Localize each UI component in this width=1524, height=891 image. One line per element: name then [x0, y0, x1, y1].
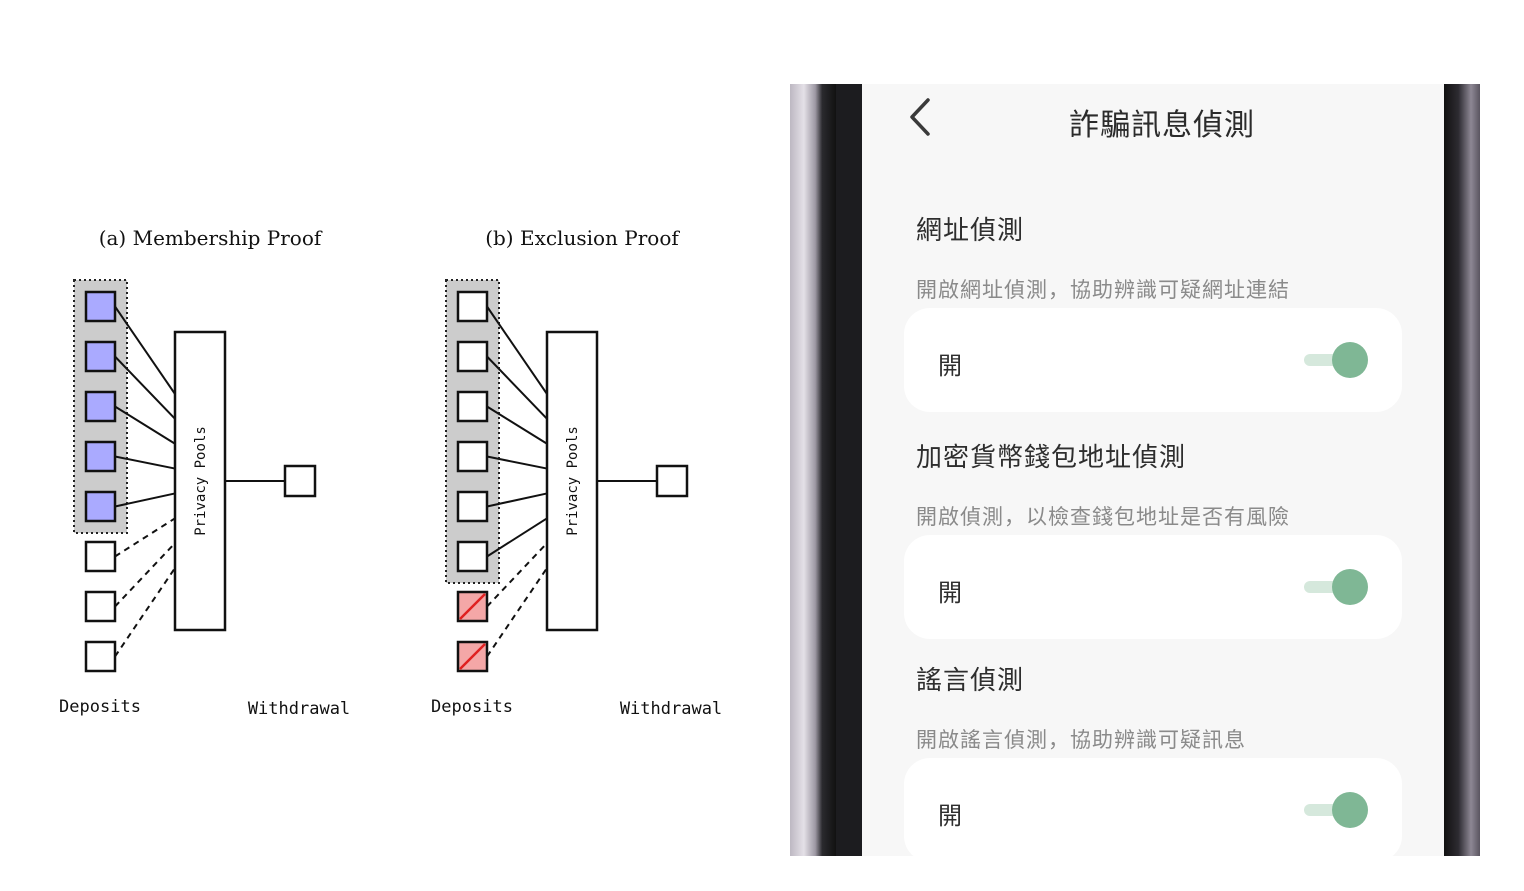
section-title: 加密貨幣錢包地址偵測 — [916, 443, 1187, 473]
deposit-box-set — [456, 490, 489, 523]
section-description: 開啟謠言偵測，協助辨識可疑訊息 — [916, 728, 1246, 752]
phone-frame-right — [1444, 84, 1480, 856]
toggle-card: 開 — [904, 758, 1402, 856]
deposit-box-excluded — [84, 590, 117, 623]
deposit-connection — [114, 405, 176, 445]
deposit-connection-dashed — [114, 567, 176, 658]
deposit-box-set — [456, 540, 489, 573]
deposits-label: Deposits — [431, 697, 513, 717]
deposit-connection-dashed — [114, 542, 176, 608]
toggle-label: 開 — [938, 579, 962, 607]
deposit-box-set — [456, 440, 489, 473]
flagged-slash — [459, 643, 486, 670]
section-description: 開啟網址偵測，協助辨識可疑網址連結 — [916, 278, 1290, 302]
deposit-connection — [486, 455, 548, 470]
deposit-connection — [114, 455, 176, 470]
deposit-box-set — [456, 390, 489, 423]
deposit-box-excluded — [84, 640, 117, 673]
privacy-pools-diagrams: (a) Membership Proof Deposits Withdrawal… — [59, 226, 722, 719]
withdrawal-box — [283, 464, 317, 498]
privacy-pool-label: Privacy Pools — [193, 426, 209, 536]
toggle-thumb — [1332, 569, 1368, 605]
panel-title: (a) Membership Proof — [99, 226, 323, 250]
exclusion-proof-panel: (b) Exclusion Proof Deposits Withdrawal … — [431, 226, 722, 719]
toggle-thumb — [1332, 792, 1368, 828]
membership-proof-panel: (a) Membership Proof Deposits Withdrawal… — [59, 226, 350, 719]
toggle-label: 開 — [938, 352, 962, 380]
deposit-box-set — [456, 340, 489, 373]
deposit-connection — [486, 492, 548, 508]
deposit-connection — [114, 305, 176, 395]
deposit-box-included — [84, 490, 117, 523]
url-detection-toggle[interactable] — [1302, 340, 1368, 380]
withdrawal-label: Withdrawal — [248, 699, 350, 719]
privacy-pool-label: Privacy Pools — [565, 426, 581, 536]
deposit-box-included — [84, 340, 117, 373]
deposit-connection — [486, 305, 548, 395]
deposit-box-included — [84, 390, 117, 423]
deposit-box-included — [84, 290, 117, 323]
phone-mockup: 詐騙訊息偵測 網址偵測 開啟網址偵測，協助辨識可疑網址連結 開 加密貨幣錢包地址… — [790, 84, 1480, 856]
chevron-left-icon[interactable] — [906, 94, 936, 140]
deposit-box-excluded — [84, 540, 117, 573]
phone-frame-left — [790, 84, 836, 856]
deposit-connection — [486, 355, 548, 420]
phone-screen: 詐騙訊息偵測 網址偵測 開啟網址偵測，協助辨識可疑網址連結 開 加密貨幣錢包地址… — [862, 84, 1444, 856]
toggle-card: 開 — [904, 535, 1402, 639]
deposit-connection — [486, 405, 548, 445]
withdrawal-label: Withdrawal — [620, 699, 722, 719]
wallet-detection-toggle[interactable] — [1302, 567, 1368, 607]
privacy-pool-box — [173, 330, 227, 632]
deposit-box-included — [84, 440, 117, 473]
deposits-label: Deposits — [59, 697, 141, 717]
diagram-canvas: (a) Membership Proof Deposits Withdrawal… — [59, 226, 722, 719]
panel-title: (b) Exclusion Proof — [485, 226, 680, 250]
deposit-connection — [114, 355, 176, 420]
deposit-box-set — [456, 290, 489, 323]
flagged-slash — [459, 593, 486, 620]
toggle-card: 開 — [904, 308, 1402, 412]
page-title: 詐騙訊息偵測 — [1069, 108, 1255, 143]
deposit-connection — [486, 517, 548, 558]
deposit-connection-dashed — [486, 567, 548, 658]
toggle-thumb — [1332, 342, 1368, 378]
section-title: 謠言偵測 — [916, 666, 1025, 696]
deposit-connection-dashed — [114, 517, 176, 558]
withdrawal-box — [655, 464, 689, 498]
deposit-connection — [114, 492, 176, 508]
rumor-detection-toggle[interactable] — [1302, 790, 1368, 830]
section-description: 開啟偵測，以檢查錢包地址是否有風險 — [916, 505, 1290, 529]
section-title: 網址偵測 — [916, 216, 1025, 246]
toggle-label: 開 — [938, 802, 962, 830]
deposit-connection-dashed — [486, 542, 548, 608]
selected-set-region — [445, 279, 500, 584]
privacy-pool-box — [545, 330, 599, 632]
